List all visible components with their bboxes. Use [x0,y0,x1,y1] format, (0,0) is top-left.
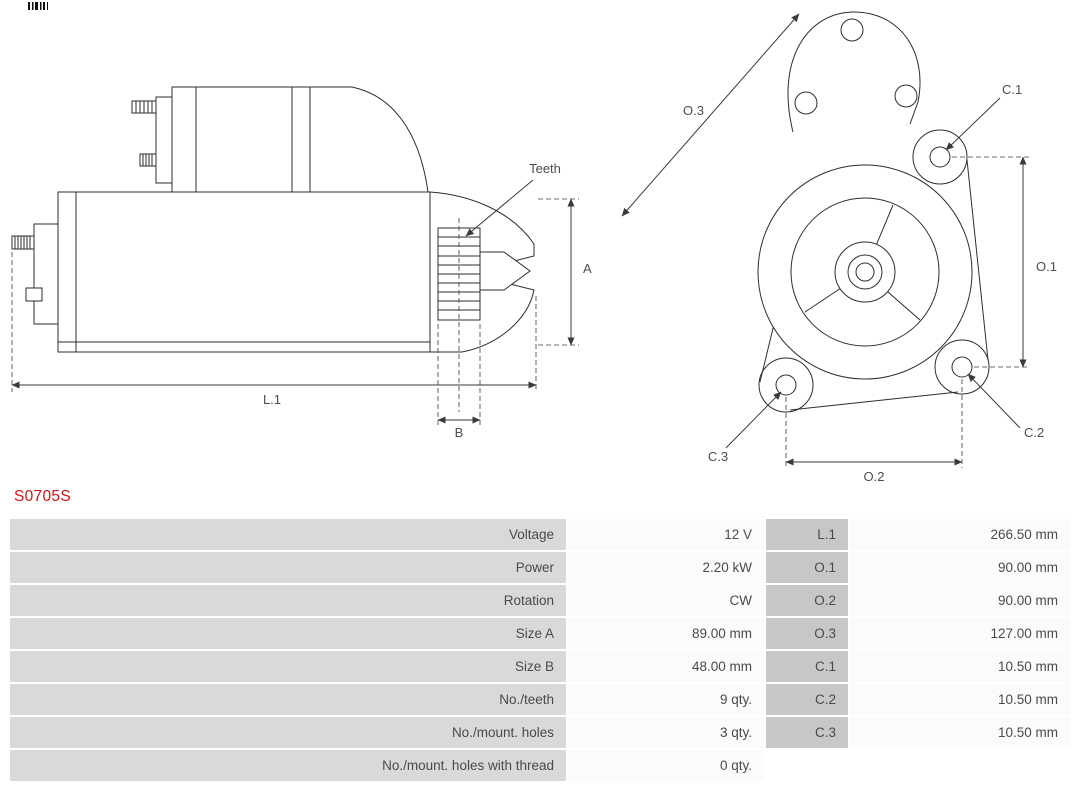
spec-value: 2.20 kW [568,552,764,583]
callout-c1: C.1 [945,82,1022,151]
spec-label: No./mount. holes with thread [10,750,566,781]
corner-barcode [28,2,48,10]
spec-label: No./mount. holes [10,717,566,748]
spec-label: No./teeth [10,684,566,715]
dim-c2-label: C.2 [1024,425,1044,440]
drive-housing [429,191,535,412]
dim-value: 127.00 mm [850,618,1070,649]
shoulder-boss [894,84,918,108]
spec-label: Voltage [10,519,566,550]
table-row: No./teeth 9 qty. C.2 10.50 mm [10,684,1070,715]
spec-value: 9 qty. [568,684,764,715]
dim-value: 10.50 mm [850,717,1070,748]
dim-label: C.1 [766,651,848,682]
diagram-area: Teeth A L.1 B [11,2,1057,484]
spec-label: Power [10,552,566,583]
table-row: No./mount. holes 3 qty. C.3 10.50 mm [10,717,1070,748]
terminal-nut [25,287,43,302]
top-hole [840,18,864,42]
terminal-stud [139,153,157,167]
mounting-hole-c1 [929,146,951,168]
spec-label: Size A [10,618,566,649]
dim-o3-label: O.3 [683,103,704,118]
table-row: Size A 89.00 mm O.3 127.00 mm [10,618,1070,649]
spec-value: 12 V [568,519,764,550]
table-row: Rotation CW O.2 90.00 mm [10,585,1070,616]
mounting-face [757,164,973,380]
side-view-diagram: Teeth A L.1 B [11,86,592,440]
dim-label: C.3 [766,717,848,748]
callout-c3: C.3 [708,391,782,464]
dim-value: 90.00 mm [850,585,1070,616]
dim-o2-label: O.2 [864,469,885,484]
dim-o2: O.2 [785,379,963,484]
solenoid-silhouette [787,11,921,133]
dim-value-empty [850,750,1070,781]
callout-c2: C.2 [967,373,1044,440]
table-row: No./mount. holes with thread 0 qty. [10,750,1070,781]
shaft-cone [479,251,531,291]
dim-label: O.1 [766,552,848,583]
dim-label: O.2 [766,585,848,616]
spec-label: Size B [10,651,566,682]
mounting-hole-c3 [775,374,797,396]
dim-l1: L.1 [11,252,537,407]
solenoid-bracket [309,86,429,193]
dim-label: O.3 [766,618,848,649]
mounting-hole-c2 [951,356,973,378]
front-view-diagram: O.3 C.1 O.1 C.2 C.3 [621,11,1057,484]
dim-c1-label: C.1 [1002,82,1022,97]
table-row: Size B 48.00 mm C.1 10.50 mm [10,651,1070,682]
dim-value: 10.50 mm [850,651,1070,682]
dim-value: 266.50 mm [850,519,1070,550]
dim-o3: O.3 [621,13,800,217]
dim-o1: O.1 [952,156,1057,368]
dim-o1-label: O.1 [1036,259,1057,274]
dim-l1-label: L.1 [263,392,281,407]
dim-a-label: A [583,261,592,276]
dim-label: L.1 [766,519,848,550]
dim-value: 90.00 mm [850,552,1070,583]
spec-label: Rotation [10,585,566,616]
shaft-center [855,262,875,282]
spec-table: Voltage 12 V L.1 266.50 mm Power 2.20 kW… [8,517,1072,783]
dim-a: A [538,198,592,346]
table-row: Voltage 12 V L.1 266.50 mm [10,519,1070,550]
dim-c3-label: C.3 [708,449,728,464]
terminal-stud [11,235,35,250]
dim-b: B [437,324,481,440]
dim-value: 10.50 mm [850,684,1070,715]
teeth-callout: Teeth [465,161,561,237]
dim-b-label: B [455,425,464,440]
table-row: Power 2.20 kW O.1 90.00 mm [10,552,1070,583]
shoulder-boss [794,91,818,115]
teeth-label: Teeth [529,161,561,176]
spec-value: 3 qty. [568,717,764,748]
spec-value: 48.00 mm [568,651,764,682]
spec-value: 0 qty. [568,750,764,781]
spec-value: CW [568,585,764,616]
terminal-stud [131,100,157,114]
dim-label: C.2 [766,684,848,715]
dim-label-empty [766,750,848,781]
spec-value: 89.00 mm [568,618,764,649]
part-number: S0705S [14,488,71,505]
motor-body [11,191,431,353]
solenoid [131,86,429,194]
